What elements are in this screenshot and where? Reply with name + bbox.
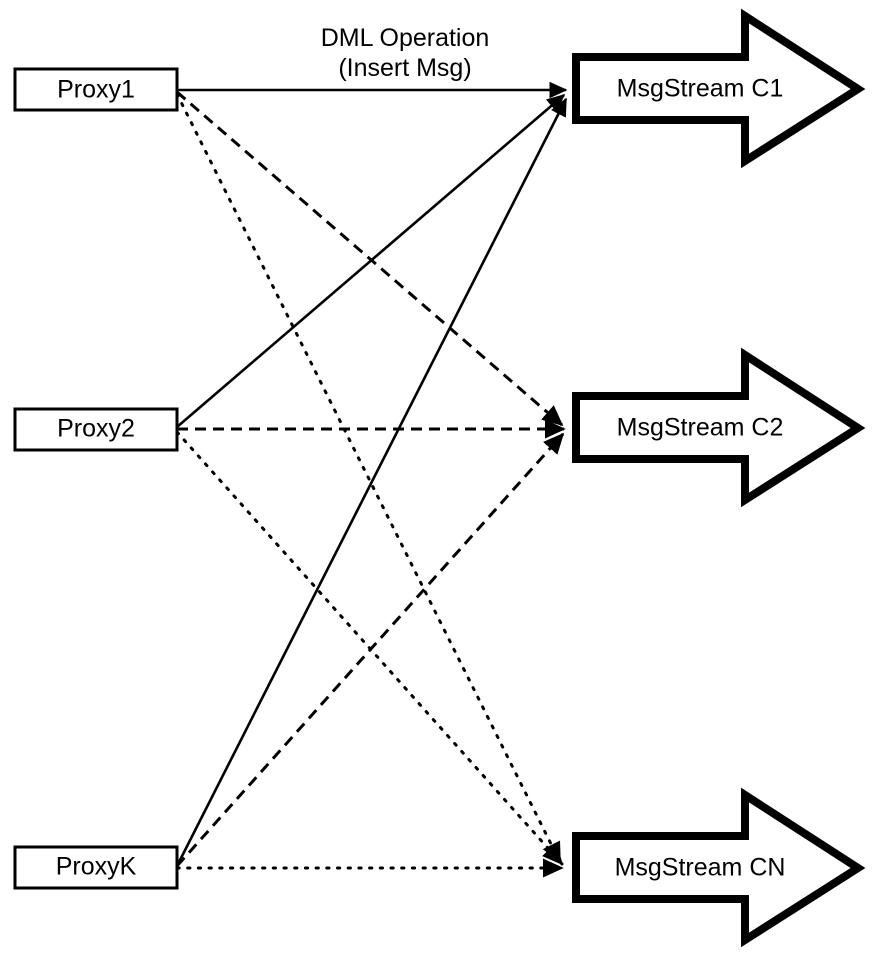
msgstream-c2-label: MsgStream C2 bbox=[617, 414, 784, 442]
node-proxy2[interactable]: Proxy2 bbox=[13, 407, 179, 452]
msgstream-c1-label: MsgStream C1 bbox=[617, 75, 784, 103]
edge-group-proxy1 bbox=[175, 81, 568, 864]
edge-label-line1: DML Operation bbox=[321, 24, 490, 52]
edge-proxy2-to-msgstream-c1 bbox=[176, 94, 566, 428]
edge-group-proxy2 bbox=[175, 94, 566, 866]
node-proxy1[interactable]: Proxy1 bbox=[13, 67, 179, 112]
proxy1-label: Proxy1 bbox=[57, 76, 135, 104]
proxy2-box[interactable] bbox=[13, 407, 179, 452]
node-msgstream-cn[interactable]: MsgStream CN bbox=[572, 787, 866, 948]
proxy2-label: Proxy2 bbox=[57, 415, 135, 443]
edge-proxy2-to-msgstream-cn bbox=[175, 430, 564, 866]
edge-label-dml-operation: DML Operation (Insert Msg) bbox=[321, 24, 490, 82]
proxyk-label: ProxyK bbox=[56, 853, 137, 881]
edge-proxyk-to-msgstream-c2 bbox=[175, 432, 565, 867]
edge-group-proxyk bbox=[175, 97, 568, 878]
edge-proxy1-to-msgstream-cn bbox=[175, 92, 562, 864]
msgstream-c2-arrow-shape[interactable] bbox=[572, 347, 866, 508]
edge-proxy1-to-msgstream-c2 bbox=[176, 90, 564, 427]
msgstream-cn-arrow-shape[interactable] bbox=[572, 787, 866, 948]
node-msgstream-c1[interactable]: MsgStream C1 bbox=[572, 8, 866, 169]
msgstream-c1-arrow-shape[interactable] bbox=[572, 8, 866, 169]
proxy1-box[interactable] bbox=[13, 67, 179, 112]
edge-label-line2: (Insert Msg) bbox=[338, 54, 471, 82]
proxyk-box[interactable] bbox=[13, 845, 179, 890]
msgstream-cn-label: MsgStream CN bbox=[615, 854, 786, 882]
edge-proxyk-to-msgstream-c1 bbox=[175, 97, 568, 867]
node-msgstream-c2[interactable]: MsgStream C2 bbox=[572, 347, 866, 508]
node-proxyk[interactable]: ProxyK bbox=[13, 845, 179, 890]
